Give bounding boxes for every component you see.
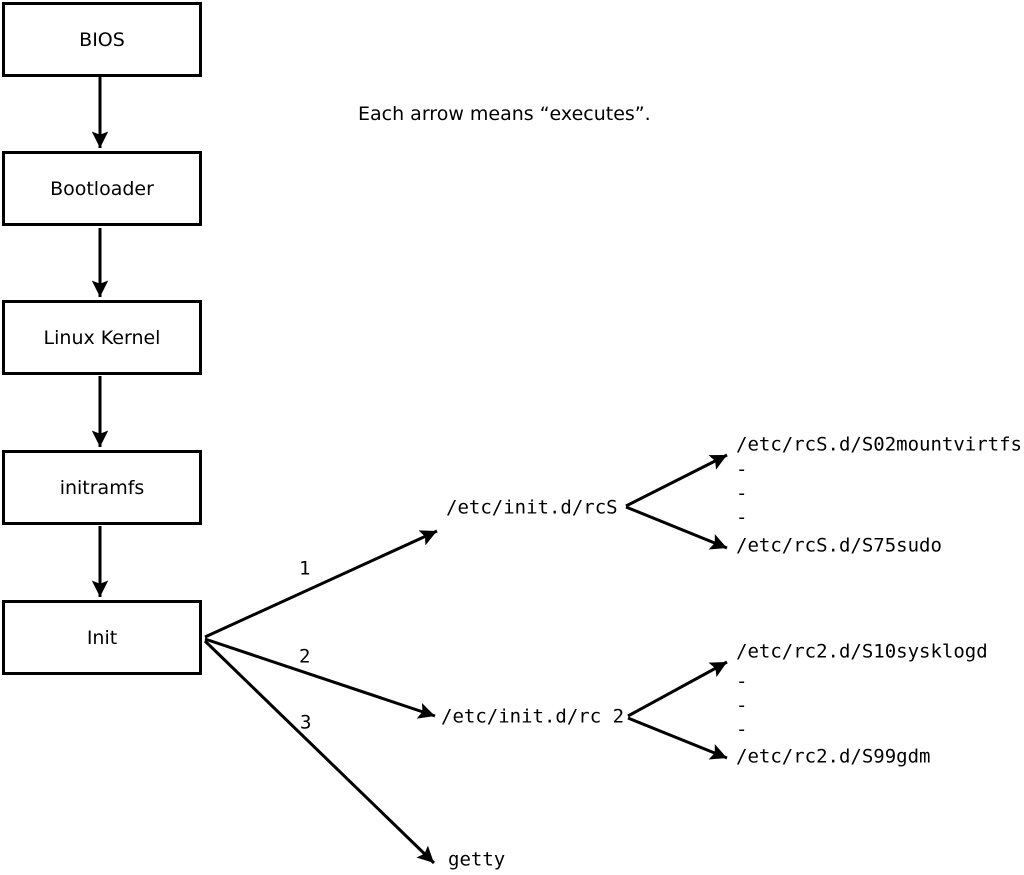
arrow-init-to-getty — [203, 639, 436, 865]
node-initramfs-label: initramfs — [59, 476, 145, 499]
rc2-ellipsis-dash: - — [736, 694, 748, 717]
branch-3-number: 3 — [300, 711, 312, 734]
rc2-ellipsis-dash: - — [736, 670, 748, 693]
node-linux-kernel-label: Linux Kernel — [43, 326, 161, 349]
branch-1-number: 1 — [299, 557, 311, 580]
rcS-ellipsis-dash: - — [736, 482, 748, 505]
node-bios-label: BIOS — [79, 28, 125, 51]
arrow-init-to-rcS — [204, 529, 438, 639]
node-linux-kernel: Linux Kernel — [2, 300, 202, 375]
node-init: Init — [2, 600, 202, 675]
node-init-label: Init — [86, 626, 118, 649]
rcS-ellipsis-dash: - — [736, 458, 748, 481]
target-getty: getty — [448, 848, 506, 871]
arrow-rc2-to-last — [627, 716, 728, 760]
note-arrow-meaning: Each arrow means “executes”. — [358, 103, 651, 125]
branch-2-number: 2 — [299, 645, 311, 668]
rc2-ellipsis-dash: - — [736, 718, 748, 741]
arrow-rcS-to-first — [625, 453, 728, 508]
arrow-rc2-to-first — [627, 660, 728, 718]
target-rcS: /etc/init.d/rcS — [446, 496, 618, 519]
node-bootloader: Bootloader — [2, 151, 202, 226]
rc2-script-first: /etc/rc2.d/S10sysklogd — [736, 640, 988, 663]
rcS-ellipsis-dash: - — [736, 506, 748, 529]
rc2-script-last: /etc/rc2.d/S99gdm — [736, 745, 931, 768]
node-bootloader-label: Bootloader — [50, 177, 154, 200]
arrow-rcS-to-last — [625, 505, 728, 550]
target-rc2: /etc/init.d/rc 2 — [441, 705, 625, 728]
rcS-script-last: /etc/rcS.d/S75sudo — [736, 534, 942, 557]
node-bios: BIOS — [2, 2, 202, 77]
node-initramfs: initramfs — [2, 450, 202, 525]
arrow-init-to-rc2 — [204, 637, 436, 719]
rcS-script-first: /etc/rcS.d/S02mountvirtfs — [736, 433, 1022, 456]
